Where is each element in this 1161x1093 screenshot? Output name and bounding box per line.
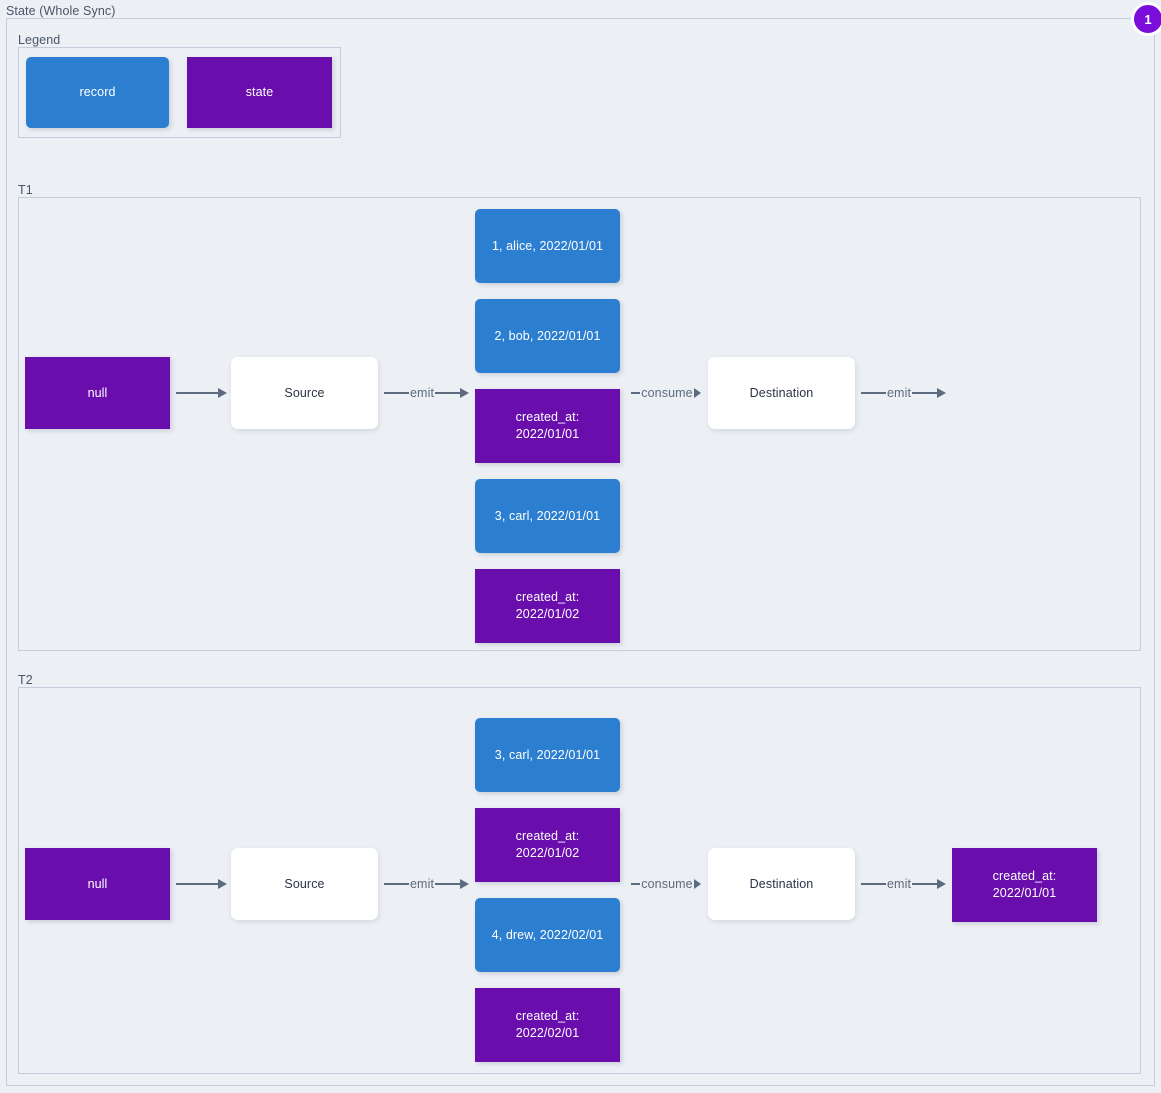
t1-record-1: 1, alice, 2022/01/01 [475,209,620,283]
t1-source-node: Source [231,357,378,429]
t2-state-1-line2: 2022/01/02 [515,846,580,860]
t2-state-out-line2: 2022/01/01 [992,886,1057,900]
legend-swatch-state: state [187,57,332,128]
t1-state-2: created_at: 2022/01/02 [475,569,620,643]
t2-state-1-line1: created_at: [515,829,580,843]
t1-state-1-line1: created_at: [515,410,580,424]
t1-destination-node: Destination [708,357,855,429]
t2-state-2: created_at: 2022/02/01 [475,988,620,1062]
t2-arrow-emit-2: emit [861,875,947,893]
t1-arrow-state-to-source [176,384,227,402]
t2-state-2-line2: 2022/02/01 [515,1026,580,1040]
t1-emit-label-2: emit [887,386,912,400]
t2-record-2: 4, drew, 2022/02/01 [475,898,620,972]
t1-state-1-line2: 2022/01/01 [515,427,580,441]
group-title-t2: T2 [18,673,33,687]
t2-emit-label-1: emit [410,877,435,891]
t2-arrow-consume: consume [625,875,707,893]
t2-state-1: created_at: 2022/01/02 [475,808,620,882]
t2-record-1: 3, carl, 2022/01/01 [475,718,620,792]
t2-consume-label: consume [641,877,693,891]
t2-emit-label-2: emit [887,877,912,891]
diagram-title: State (Whole Sync) [6,4,116,18]
t1-state-2-line1: created_at: [515,590,580,604]
t1-arrow-emit-1: emit [384,384,470,402]
t2-source-node: Source [231,848,378,920]
legend-swatch-record: record [26,57,169,128]
t1-state-2-line2: 2022/01/02 [515,607,580,621]
t2-state-in: null [25,848,170,920]
group-title-t1: T1 [18,183,33,197]
t2-arrow-emit-1: emit [384,875,470,893]
t1-consume-label: consume [641,386,693,400]
t2-arrow-state-to-source [176,875,227,893]
t2-destination-node: Destination [708,848,855,920]
t2-state-out-line1: created_at: [992,869,1057,883]
legend-title: Legend [18,33,61,47]
t2-state-2-line1: created_at: [515,1009,580,1023]
step-badge[interactable]: 1 [1131,2,1161,36]
t1-record-2: 2, bob, 2022/01/01 [475,299,620,373]
t1-state-1: created_at: 2022/01/01 [475,389,620,463]
t1-arrow-consume: consume [625,384,707,402]
t2-state-out: created_at: 2022/01/01 [952,848,1097,922]
t1-record-3: 3, carl, 2022/01/01 [475,479,620,553]
t1-state-in: null [25,357,170,429]
t1-emit-label-1: emit [410,386,435,400]
t1-arrow-emit-2: emit [861,384,947,402]
